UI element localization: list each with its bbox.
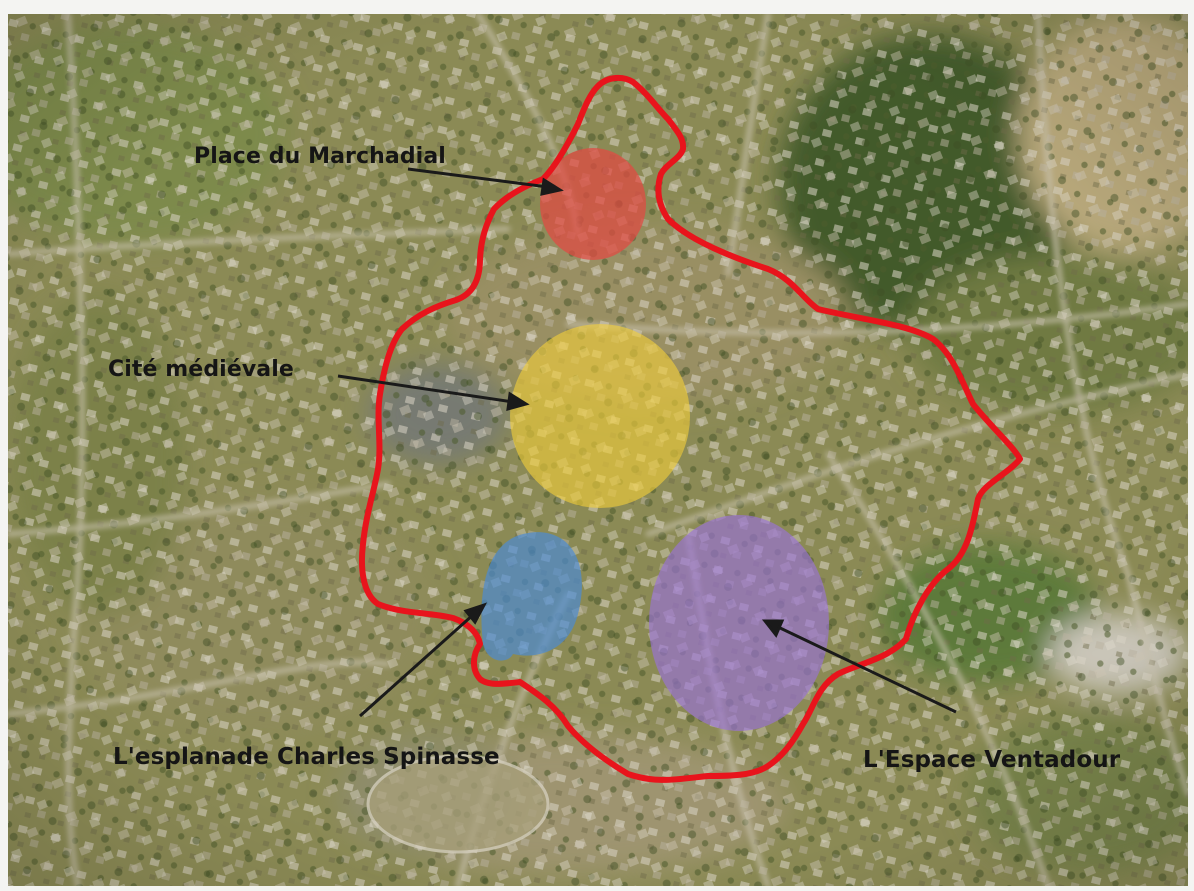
label-cite-medievale: Cité médiévale — [108, 357, 294, 382]
label-place-du-marchadial: Place du Marchadial — [194, 144, 446, 169]
label-espace-ventadour: L'Espace Ventadour — [863, 747, 1121, 773]
label-esplanade-charles-spinasse: L'esplanade Charles Spinasse — [113, 744, 500, 770]
aerial-map-svg — [8, 14, 1188, 886]
aerial-map: Place du Marchadial Cité médiévale L'esp… — [8, 14, 1188, 886]
